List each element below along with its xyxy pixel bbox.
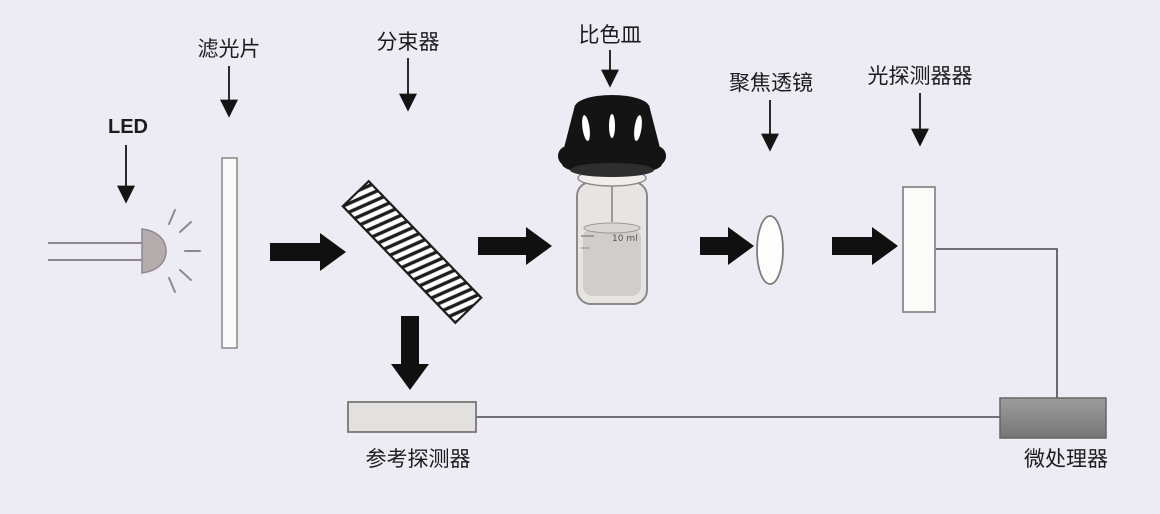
cuvette-volume-text: 10 ml <box>612 234 638 244</box>
reference-detector-label: 参考探测器 <box>366 448 471 471</box>
cuvette-shape: 10 ml <box>558 95 666 305</box>
focus-lens-shape <box>756 215 784 285</box>
focus-lens-label: 聚焦透镜 <box>729 72 813 95</box>
photodetector-shape <box>902 186 936 313</box>
flow-arrow-splitter-to-reference <box>391 316 429 390</box>
beam-splitter-shape <box>341 179 483 325</box>
led-symbol <box>48 209 201 293</box>
filter-label: 滤光片 <box>198 38 261 61</box>
led-lens-dome <box>141 228 167 274</box>
beam-splitter-label: 分束器 <box>377 31 440 54</box>
reference-detector-shape <box>347 401 477 433</box>
cuvette-label: 比色皿 <box>579 24 642 47</box>
led-label: LED <box>108 116 148 138</box>
cuvette-liquid <box>583 228 641 296</box>
led-light-rays <box>168 209 201 293</box>
flow-arrow-cuvette-to-lens <box>700 227 754 265</box>
microprocessor-label: 微处理器 <box>1024 448 1108 471</box>
photodetector-to-microprocessor-line <box>935 248 1058 398</box>
flow-arrow-filter-to-splitter <box>270 233 346 271</box>
cuvette-cap <box>558 95 666 177</box>
flow-arrow-lens-to-detector <box>832 227 898 265</box>
flow-arrow-splitter-to-cuvette <box>478 227 552 265</box>
filter-shape <box>221 157 238 349</box>
photodetector-label: 光探测器器 <box>868 65 973 88</box>
microprocessor-shape <box>999 397 1107 439</box>
